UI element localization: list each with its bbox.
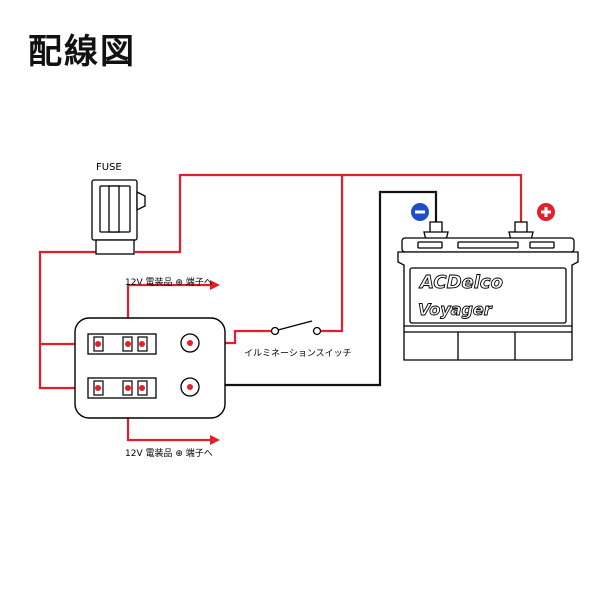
negative-terminal-icon xyxy=(411,203,429,221)
wire-switch-feed xyxy=(320,175,344,333)
accessory-label-bottom: 12V 電装品 ⊕ 端子へ xyxy=(125,447,213,459)
contact-dots xyxy=(95,340,193,391)
fuse-label: FUSE xyxy=(96,162,122,173)
wire-battery-positive xyxy=(135,173,523,254)
fuse xyxy=(91,179,146,255)
battery-model: Voyager xyxy=(418,300,493,319)
diagram-title: 配線図 xyxy=(28,32,136,72)
arrow-accessory-top xyxy=(210,280,220,290)
battery-brand: ACDelco xyxy=(418,272,503,293)
switch-label: イルミネーションスイッチ xyxy=(244,348,352,359)
illumination-switch xyxy=(270,320,322,336)
wire-battery-negative xyxy=(190,190,438,387)
battery xyxy=(397,221,579,361)
socket-panel xyxy=(74,317,226,419)
positive-terminal-icon xyxy=(537,203,555,221)
wire-fuse-output xyxy=(38,250,108,390)
accessory-label-top: 12V 電装品 ⊕ 端子へ xyxy=(125,276,213,288)
arrow-accessory-bottom xyxy=(210,435,220,445)
